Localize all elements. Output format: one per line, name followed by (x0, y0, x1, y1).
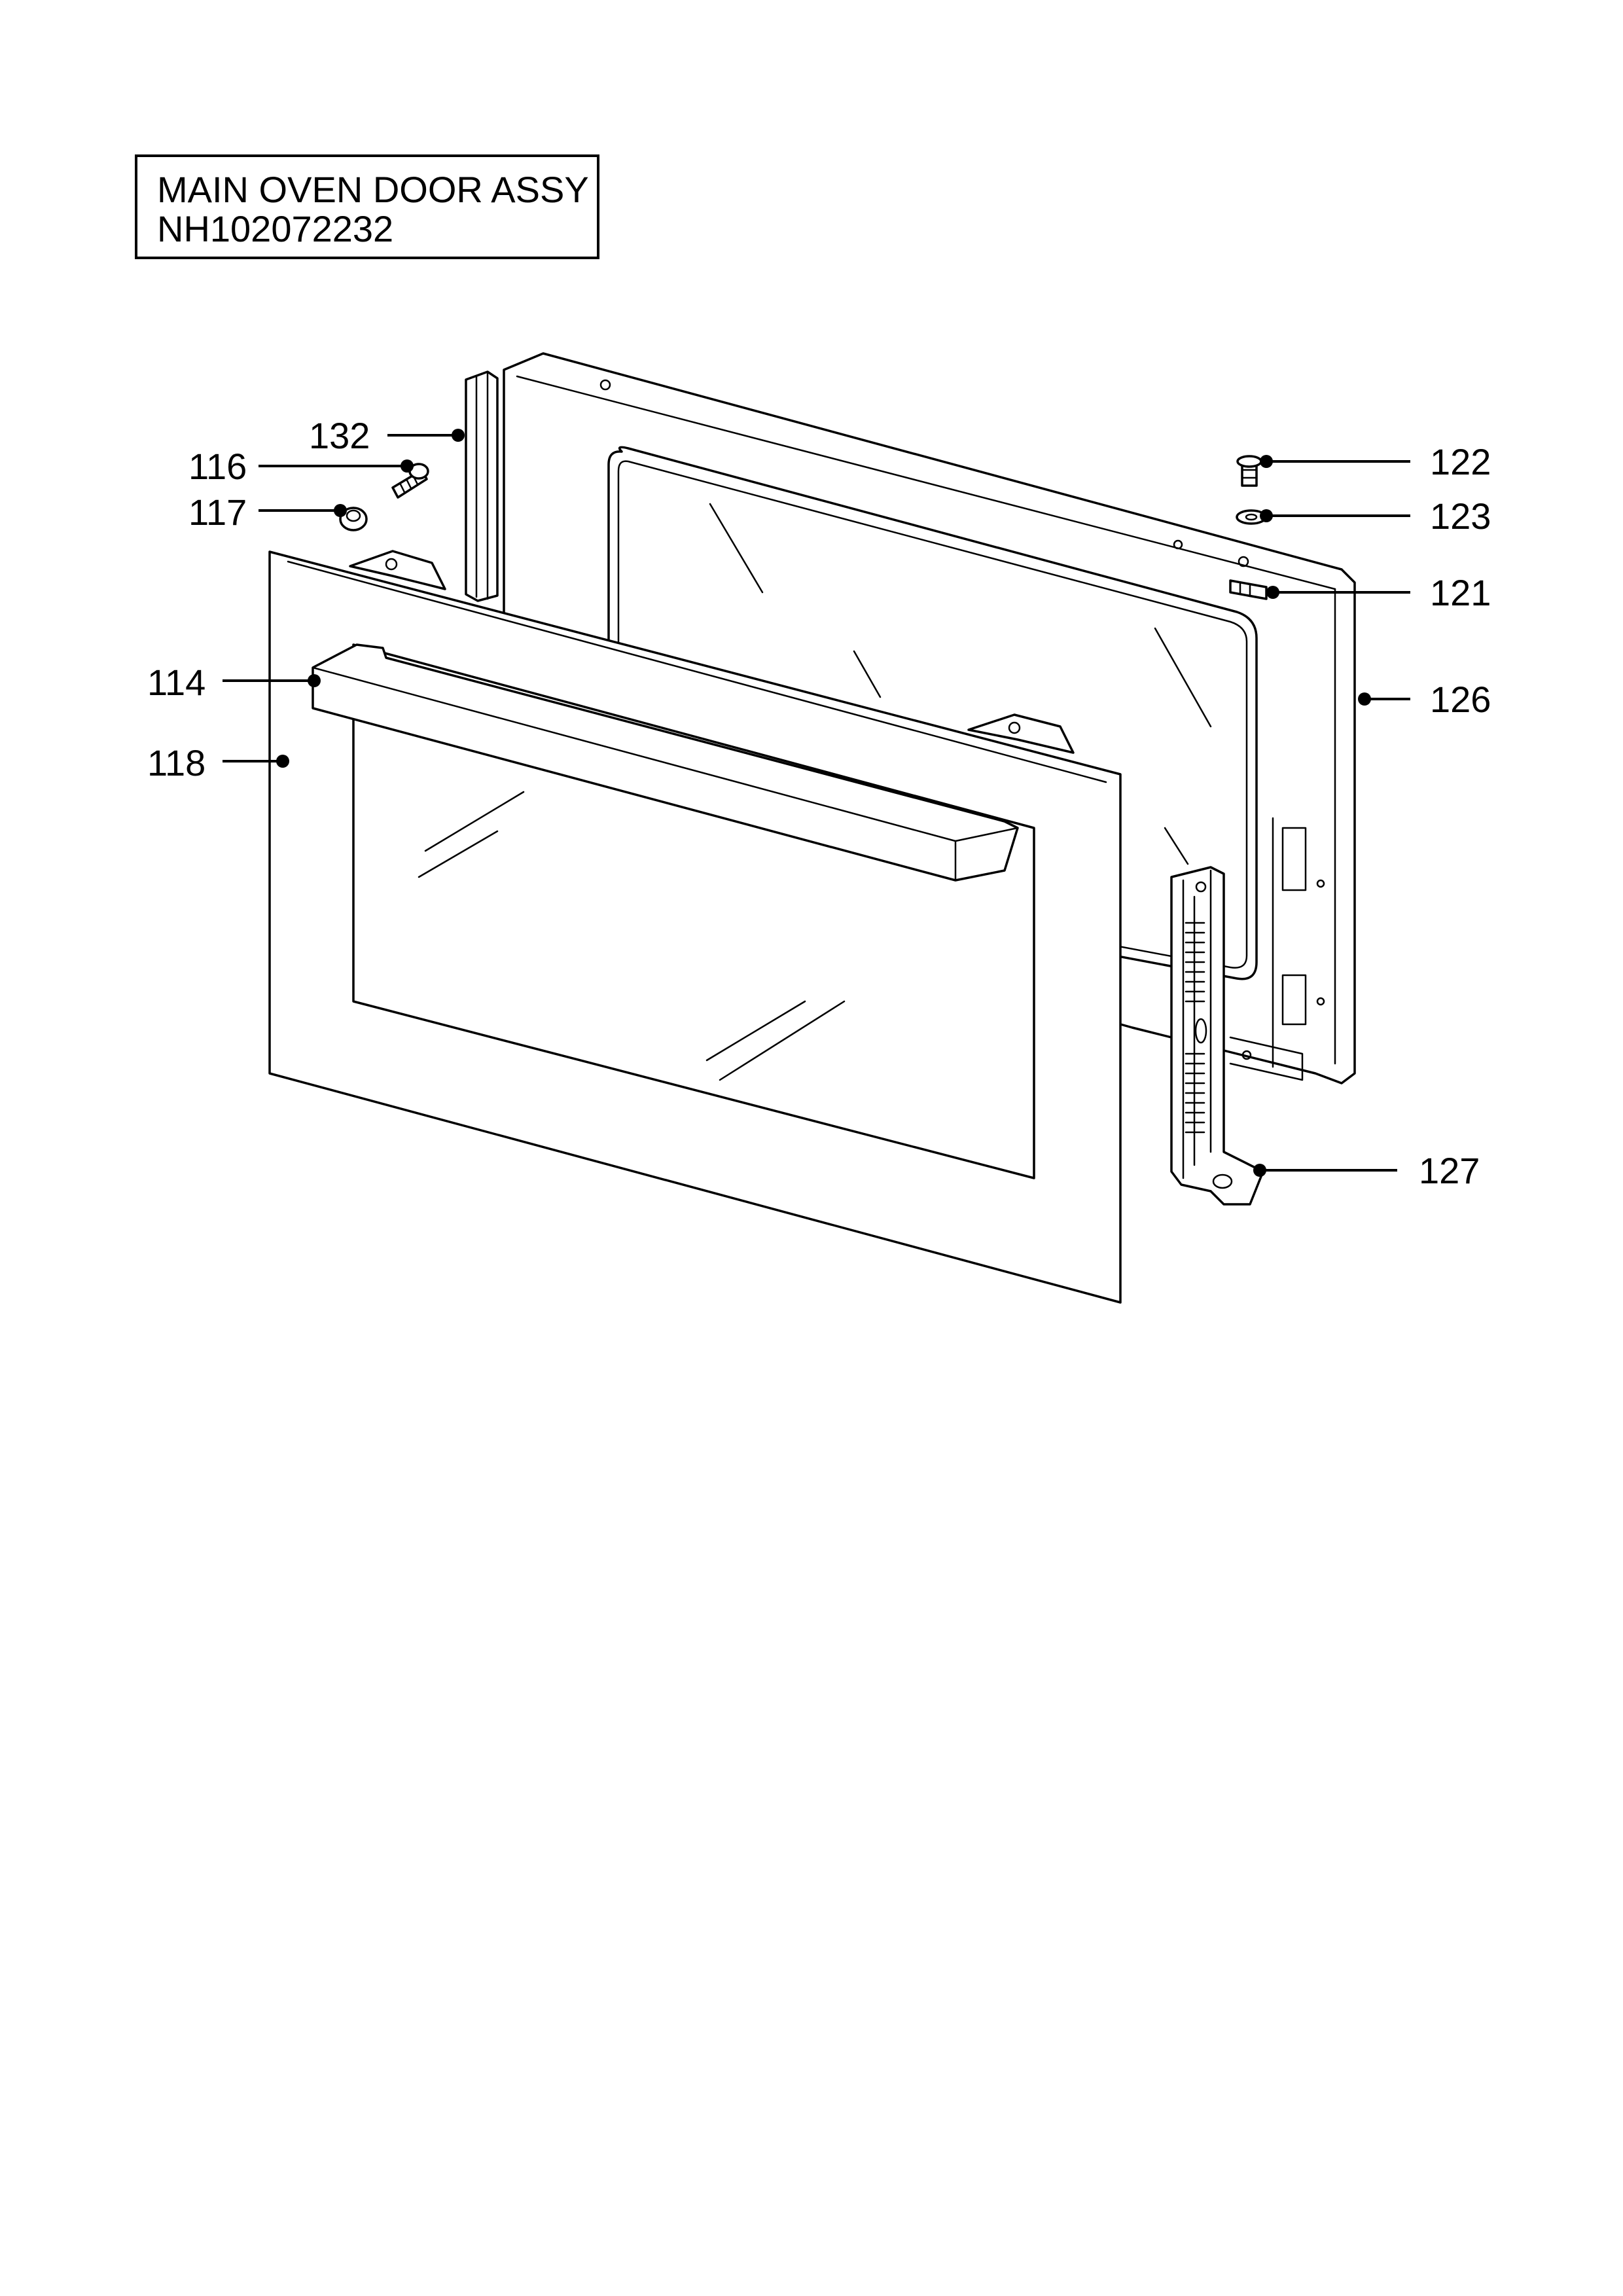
callout-122: 122 (1430, 441, 1491, 482)
callout-127: 127 (1419, 1150, 1480, 1191)
callout-118: 118 (147, 742, 205, 783)
callout-123: 123 (1430, 495, 1491, 537)
door-hinge (1170, 866, 1264, 1206)
top-screw-part (1236, 455, 1262, 487)
title-line-2: NH102072232 (157, 208, 394, 249)
door-handle (312, 643, 1019, 882)
callout-labels: 132 116 117 114 118 122 123 121 126 127 (147, 415, 1491, 1191)
screw-part (391, 463, 429, 499)
grommet-part (339, 507, 368, 531)
clip-part (1229, 579, 1268, 600)
callout-121: 121 (1430, 572, 1491, 613)
washer-part (1236, 509, 1267, 525)
callout-132: 132 (309, 415, 370, 456)
title-box: MAIN OVEN DOOR ASSY NH102072232 (135, 154, 599, 259)
callout-126: 126 (1430, 679, 1491, 720)
callout-114: 114 (147, 662, 205, 703)
callout-117: 117 (188, 492, 247, 533)
callout-116: 116 (188, 446, 247, 487)
side-seal-strip (465, 370, 499, 602)
leader-lines (223, 429, 1410, 1177)
title-line-1: MAIN OVEN DOOR ASSY (157, 169, 589, 210)
